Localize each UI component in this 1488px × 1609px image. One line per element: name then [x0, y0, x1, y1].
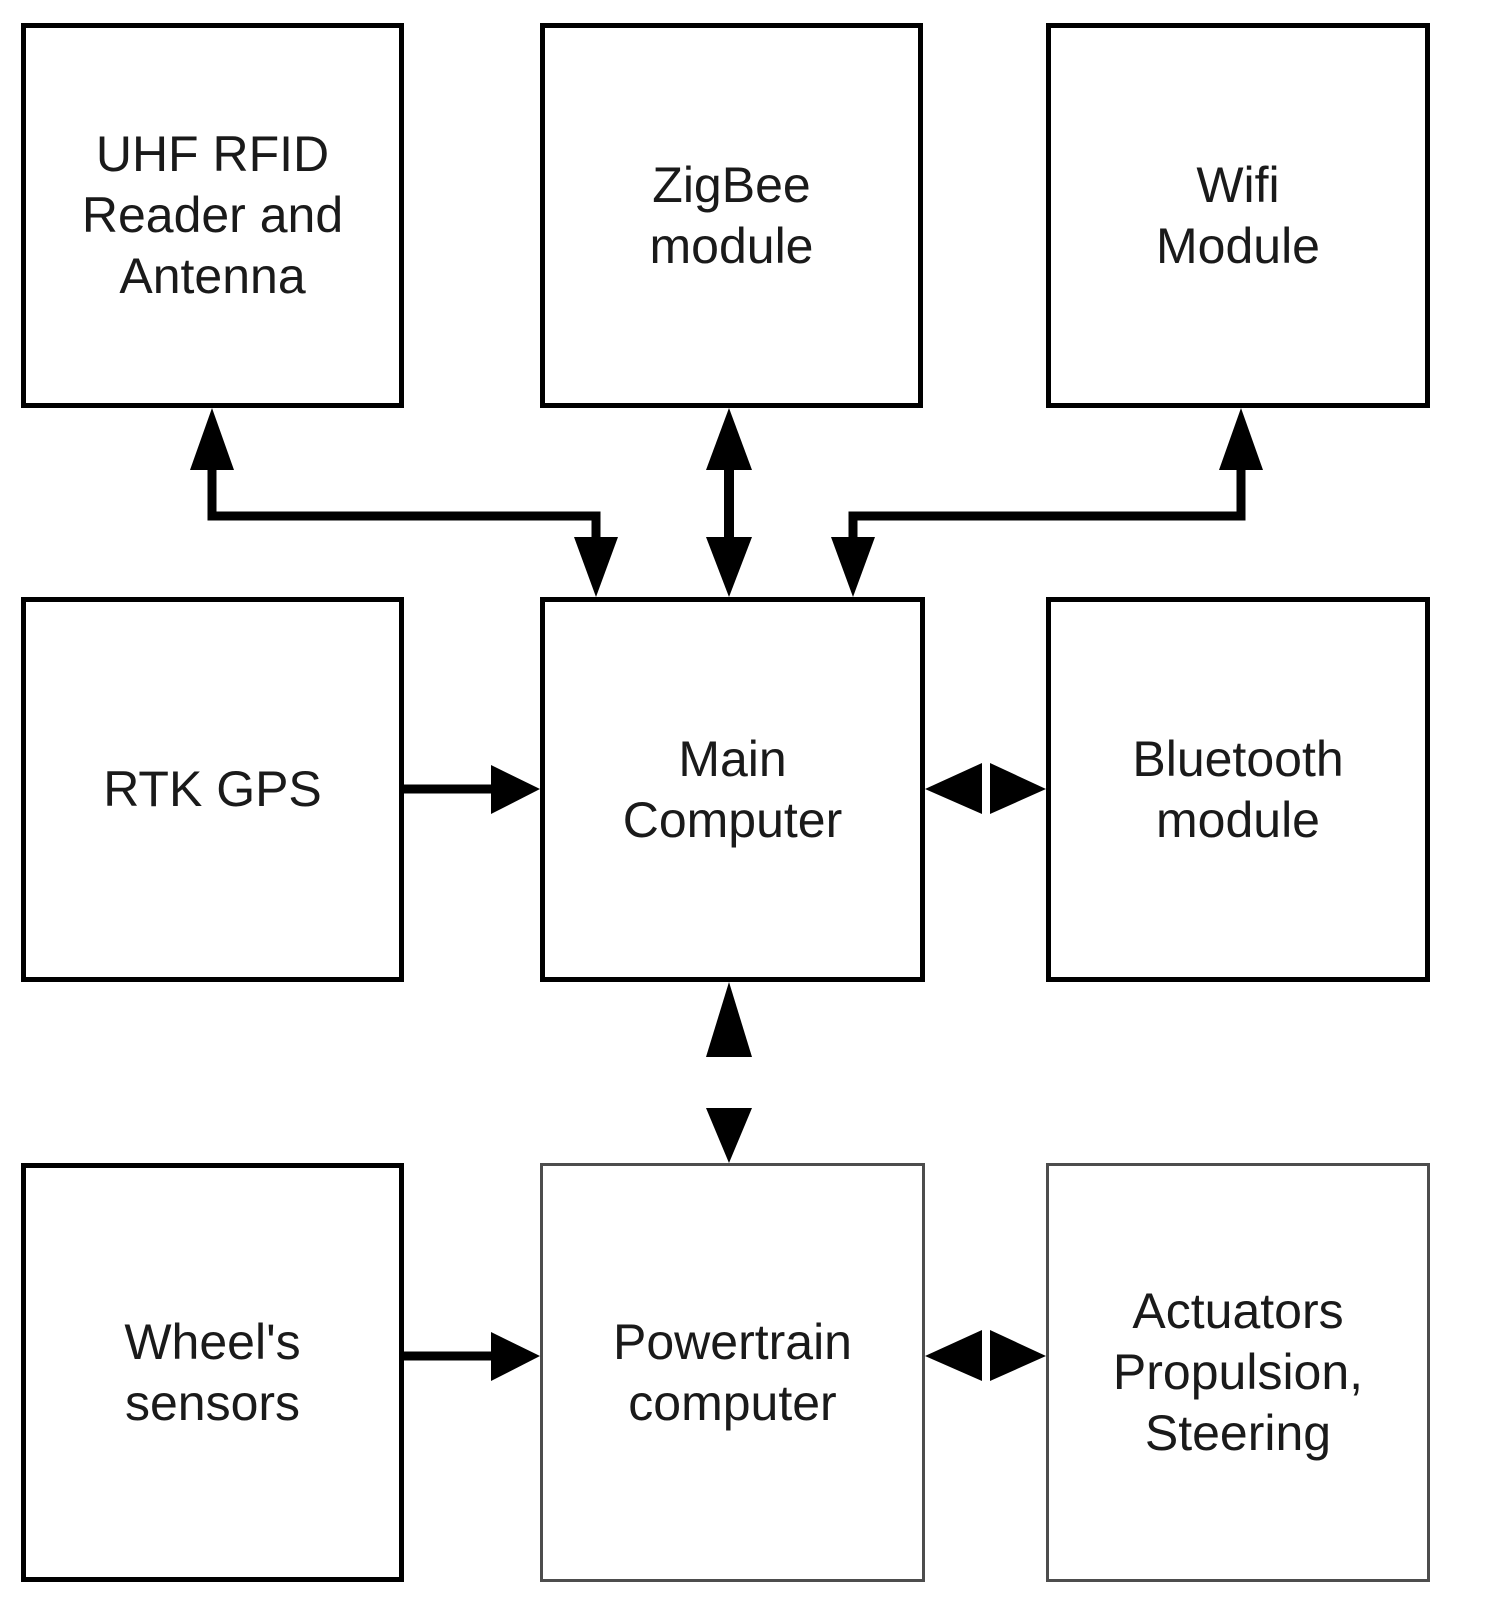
- node-bluetooth-module[interactable]: Bluetooth module: [1046, 597, 1430, 982]
- node-wifi-module[interactable]: Wifi Module: [1046, 23, 1430, 408]
- edge-main-computer-to-wifi: [831, 408, 1263, 597]
- edge-main-computer-to-zigbee: [706, 408, 752, 597]
- node-zigbee-module[interactable]: ZigBee module: [540, 23, 923, 408]
- node-wheels-sensors[interactable]: Wheel's sensors: [21, 1163, 404, 1582]
- arrowhead-right-into-bluetooth: [990, 763, 1046, 814]
- arrowhead-down-into-powertrain: [706, 1108, 752, 1163]
- node-label-uhf-rfid-reader-and-antenna: UHF RFID Reader and Antenna: [81, 126, 344, 304]
- arrowhead-right-into-powertrain: [491, 1332, 540, 1381]
- node-label-main-computer: Main Computer: [622, 730, 843, 848]
- node-label-wifi-module: Wifi Module: [1156, 156, 1320, 274]
- node-actuators-propulsion-steering[interactable]: Actuators Propulsion, Steering: [1046, 1163, 1430, 1582]
- edge-rtk-gps-to-main-computer: [404, 765, 540, 814]
- node-powertrain-computer[interactable]: Powertrain computer: [540, 1163, 925, 1582]
- arrowhead-right-into-main-computer: [491, 765, 540, 814]
- arrowhead-down-into-main-computer-zigbee: [706, 537, 752, 597]
- arrowhead-right-into-actuators: [990, 1330, 1046, 1381]
- edge-main-computer-to-uhf-rfid: [190, 408, 618, 597]
- arrowhead-up-into-main-computer-powertrain: [706, 982, 752, 1057]
- arrowhead-left-into-main-computer-bluetooth: [925, 763, 982, 814]
- edge-main-computer-to-powertrain: [706, 982, 752, 1163]
- edge-wheels-sensors-to-powertrain: [404, 1332, 540, 1381]
- arrowhead-up-into-uhf-rfid: [190, 408, 234, 470]
- edge-main-computer-to-bluetooth: [925, 763, 1046, 814]
- node-rtk-gps[interactable]: RTK GPS: [21, 597, 404, 982]
- node-label-rtk-gps: RTK GPS: [103, 761, 322, 817]
- node-label-bluetooth-module: Bluetooth module: [1132, 730, 1344, 848]
- arrowhead-up-into-wifi: [1219, 408, 1263, 470]
- node-label-wheels-sensors: Wheel's sensors: [124, 1313, 301, 1431]
- arrowhead-left-into-powertrain-actuators: [925, 1330, 982, 1381]
- node-label-powertrain-computer: Powertrain computer: [613, 1313, 852, 1431]
- node-label-actuators-propulsion-steering: Actuators Propulsion, Steering: [1112, 1283, 1364, 1461]
- node-label-zigbee-module: ZigBee module: [649, 156, 814, 274]
- arrowhead-down-into-main-computer-wifi: [831, 537, 875, 597]
- node-uhf-rfid-reader-and-antenna[interactable]: UHF RFID Reader and Antenna: [21, 23, 404, 408]
- arrowhead-up-into-zigbee: [706, 408, 752, 470]
- node-main-computer[interactable]: Main Computer: [540, 597, 925, 982]
- arrowhead-down-into-main-computer: [574, 537, 618, 597]
- edge-powertrain-to-actuators: [925, 1330, 1046, 1381]
